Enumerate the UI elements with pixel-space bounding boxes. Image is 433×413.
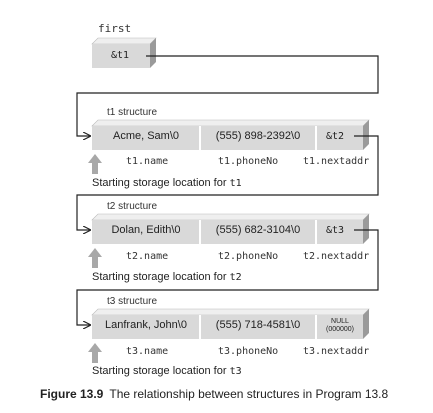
connector-t2-to-t3 (76, 229, 379, 325)
t2-start-prefix: Starting storage location for (92, 271, 230, 283)
t1-start-arrow-icon (88, 154, 102, 174)
figure-caption-text: The relationship between structures in P… (109, 387, 389, 401)
t2-phone-value: (555) 682-3104\0 (215, 224, 301, 236)
t3-start-arrow-icon (88, 343, 102, 363)
t2-start-caption: Starting storage location for t2 (92, 271, 242, 283)
t1-name-value: Acme, Sam\0 (112, 130, 180, 142)
t3-name-value: Lanfrank, John\0 (105, 319, 187, 331)
t2-next-value: &t3 (325, 225, 345, 236)
t1-structure-title: t1 structure (107, 107, 158, 118)
t2-structure-box (91, 213, 370, 244)
figure-number: Figure 13.9 (40, 387, 104, 401)
t3-nextaddr-label: t3.nextaddr (303, 346, 370, 357)
t2-structure-title: t2 structure (107, 201, 158, 212)
t3-start-prefix: Starting storage location for (92, 365, 230, 377)
t3-null-address-line: (000000) (325, 326, 355, 333)
t3-null-line: NULL (331, 318, 349, 325)
t3-structure-title: t3 structure (107, 296, 158, 307)
t3-phone-label: t3.phoneNo (218, 346, 279, 357)
t1-phone-value: (555) 898-2392\0 (215, 130, 301, 142)
first-value: &t1 (110, 50, 130, 61)
t3-start-var: t3 (229, 366, 242, 377)
t2-name-value: Dolan, Edith\0 (111, 224, 181, 236)
t2-nextaddr-label: t2.nextaddr (303, 251, 370, 262)
t3-start-caption: Starting storage location for t3 (92, 365, 242, 377)
t2-start-arrow-icon (88, 248, 102, 268)
t1-start-caption: Starting storage location for t1 (92, 177, 242, 189)
t3-name-label: t3.name (126, 346, 169, 357)
t1-start-var: t1 (229, 178, 242, 189)
t1-start-prefix: Starting storage location for (92, 177, 230, 189)
figure-caption: Figure 13.9 The relationship between stru… (40, 387, 388, 401)
connector-t1-to-t2 (76, 135, 379, 230)
first-label: first (98, 22, 132, 35)
t1-name-label: t1.name (126, 156, 169, 167)
t2-start-var: t2 (229, 272, 242, 283)
t1-next-value: &t2 (325, 131, 345, 142)
t1-phone-label: t1.phoneNo (218, 156, 279, 167)
t1-nextaddr-label: t1.nextaddr (303, 156, 370, 167)
t1-structure-box (91, 119, 370, 150)
t3-phone-value: (555) 718-4581\0 (215, 319, 301, 331)
first-pointer-box (91, 37, 157, 68)
t2-name-label: t2.name (126, 251, 169, 262)
t2-phone-label: t2.phoneNo (218, 251, 279, 262)
t3-next-null-value: NULL (000000) (318, 318, 362, 334)
connector-first-to-t1 (76, 55, 379, 136)
t3-structure-box (91, 308, 370, 339)
